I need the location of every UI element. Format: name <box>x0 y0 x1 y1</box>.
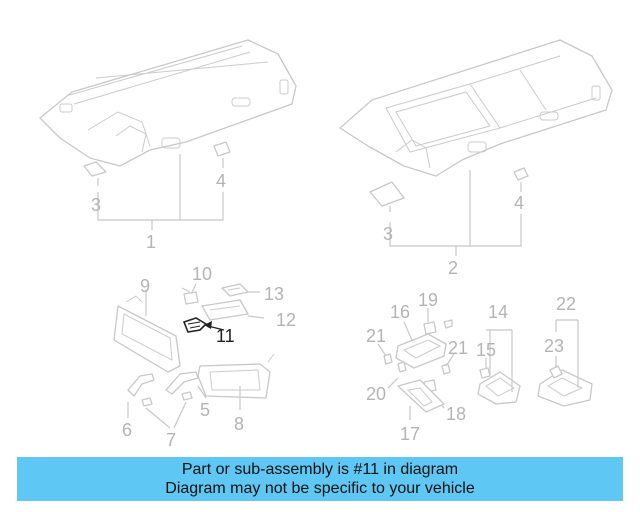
bulb-part-15 <box>479 367 491 379</box>
callout-10: 10 <box>192 264 212 284</box>
callout-3-right: 3 <box>383 224 393 244</box>
lamp-cover-part-4-left <box>213 141 231 157</box>
info-banner: Part or sub-assembly is #11 in diagram D… <box>17 457 623 501</box>
leader-line-20 <box>387 377 399 389</box>
callout-22: 22 <box>556 294 576 314</box>
callout-13: 13 <box>264 284 284 304</box>
callout-21-right: 21 <box>448 338 468 358</box>
callout-17: 17 <box>400 424 420 444</box>
callout-21: 21 <box>366 326 386 346</box>
callout-11: 11 <box>216 326 235 346</box>
sun-visor-part-9 <box>113 295 181 373</box>
headliner-part-2 <box>339 39 613 177</box>
clip-part-20 <box>397 361 407 373</box>
mirror-cover-part-12 <box>201 299 249 321</box>
grip-handle-part-5 <box>165 371 199 395</box>
clip-part-21-left <box>383 353 393 365</box>
dome-lamp-part-14 <box>477 371 521 405</box>
callout-9: 9 <box>140 276 150 296</box>
callout-12: 12 <box>276 310 296 330</box>
callout-16: 16 <box>390 302 410 322</box>
callout-4-right: 4 <box>514 193 524 213</box>
leader-lines-handles <box>127 385 207 429</box>
callout-23: 23 <box>544 336 564 356</box>
callout-2: 2 <box>448 258 458 278</box>
screw-part-7 <box>141 391 193 407</box>
banner-line-1: Part or sub-assembly is #11 in diagram <box>181 461 459 478</box>
grip-handle-part-6 <box>127 373 155 397</box>
callout-5: 5 <box>200 400 210 420</box>
callout-6: 6 <box>122 420 132 440</box>
leader-lines-group-2 <box>389 170 522 247</box>
leader-lines-22 <box>555 319 579 388</box>
visor-clip-part-3-left <box>83 161 107 177</box>
parts-diagram: 3 4 1 3 4 2 9 10 11 <box>39 39 613 450</box>
mirror-lamp-part-13 <box>221 283 249 297</box>
callout-4: 4 <box>216 171 226 191</box>
bulb-part-19 <box>423 319 453 335</box>
callout-14: 14 <box>488 302 508 322</box>
lamp-housing-part-17 <box>397 379 445 413</box>
leader-line-16 <box>403 321 413 341</box>
clip-part-21-right <box>441 363 451 375</box>
leader-line-21-left <box>377 343 387 357</box>
lamp-cover-part-4-right <box>513 167 529 181</box>
callout-7: 7 <box>166 430 176 450</box>
highlighted-part-11 <box>182 317 208 333</box>
leader-lines-14 <box>486 329 513 392</box>
arrow-11 <box>204 321 212 329</box>
visor-clip-part-3-right <box>369 181 405 207</box>
callout-3: 3 <box>91 195 101 215</box>
callout-8: 8 <box>234 414 244 434</box>
headliner-part-1 <box>39 39 297 167</box>
leader-line-21-right <box>445 353 455 367</box>
callout-18: 18 <box>446 404 466 424</box>
leader-lines-group-1 <box>97 154 224 221</box>
callout-15: 15 <box>476 340 496 360</box>
sun-visor-part-8 <box>197 353 275 399</box>
callout-19: 19 <box>418 290 438 310</box>
dome-lamp-part-22 <box>537 369 593 407</box>
callout-20: 20 <box>366 384 386 404</box>
clip-part-10 <box>181 287 199 305</box>
bulb-part-23 <box>549 365 563 379</box>
leader-line-12 <box>247 315 265 319</box>
leader-line-10 <box>191 283 197 293</box>
callout-1: 1 <box>146 232 156 252</box>
banner-line-2: Diagram may not be specific to your vehi… <box>165 480 475 497</box>
